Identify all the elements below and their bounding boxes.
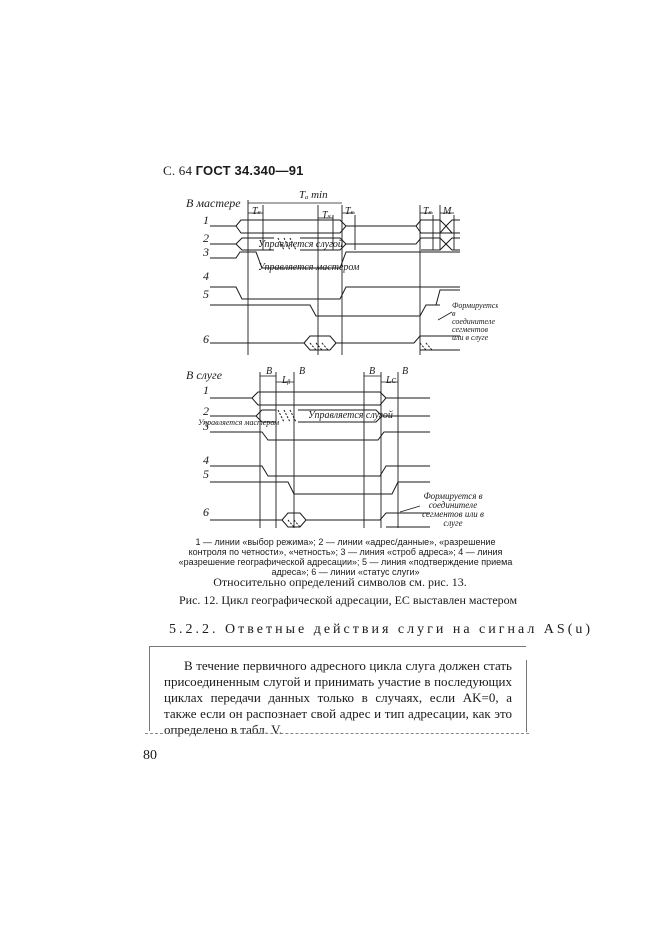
slave-section-title: В слуге — [186, 368, 223, 382]
svg-text:3: 3 — [202, 419, 209, 433]
master-reference-lines — [247, 200, 455, 355]
page-header: С. 64 ГОСТ 34.340—91 — [163, 163, 304, 179]
master-signal-3 — [210, 251, 460, 269]
slave-signal-4 — [210, 465, 430, 477]
master-signal-5 — [210, 289, 460, 317]
master-controlled-by-slave-note: Управляется слугой — [258, 239, 343, 250]
lc-label: Lᴄ — [385, 375, 397, 386]
bottom-rule — [145, 733, 529, 734]
svg-text:3: 3 — [202, 245, 209, 259]
slave-formed-note: Формируется в соединителе сегментов или … — [422, 492, 484, 528]
standard-number: ГОСТ 34.340—91 — [195, 163, 304, 178]
b-label-4: B — [402, 366, 408, 377]
master-signal-1 — [210, 219, 460, 234]
b-label-1: B — [266, 366, 272, 377]
figure-legend: 1 — линии «выбор режима»; 2 — линии «адр… — [178, 537, 513, 577]
svg-text:1: 1 — [203, 213, 209, 227]
b-label-2: B — [299, 366, 305, 377]
svg-text:4: 4 — [203, 453, 209, 467]
body-paragraph: В течение первичного адресного цикла слу… — [164, 658, 512, 737]
svg-text:6: 6 — [203, 505, 209, 519]
slave-formed-note-leader — [399, 505, 421, 513]
svg-text:5: 5 — [203, 467, 209, 481]
master-signal-2 — [210, 237, 460, 251]
figure-caption: Рис. 12. Цикл географической адресации, … — [178, 593, 518, 607]
slave-signal-3 — [210, 431, 430, 441]
svg-text:1: 1 — [203, 383, 209, 397]
m-label: M — [442, 206, 452, 217]
master-signal-6 — [210, 335, 460, 351]
b-label-3: B — [369, 366, 375, 377]
page-number: 80 — [143, 748, 157, 763]
slave-controlled-by-slave-note: Управляется слугой — [308, 410, 393, 421]
master-line-numbers: 1 2 3 4 5 6 — [202, 213, 209, 346]
ts-label-1: Tₛ — [252, 206, 261, 217]
master-formed-note: Формируется в соединителе сегментов или … — [452, 302, 498, 342]
svg-text:4: 4 — [203, 269, 209, 283]
ts-label-3: Tₛ — [345, 206, 354, 217]
paragraph-frame — [149, 646, 526, 731]
lb-label: Lᵦ — [281, 375, 291, 386]
section-heading: 5.2.2. Ответные действия слуги на сигнал… — [169, 622, 594, 637]
page-label: С. 64 — [163, 163, 193, 178]
ts-label-2: Tₛ — [322, 210, 331, 221]
slave-reference-lines — [259, 372, 399, 528]
slave-line-numbers: 1 2 3 4 5 6 — [202, 383, 209, 519]
master-formed-note-leader — [437, 311, 453, 321]
slave-signal-1 — [210, 391, 430, 406]
master-signal-4 — [210, 286, 460, 300]
svg-text:6: 6 — [203, 332, 209, 346]
slave-dimension-arrows — [260, 375, 398, 383]
slave-signal-5 — [210, 481, 430, 495]
slave-signal-6 — [210, 512, 430, 528]
paragraph-frame-right — [525, 660, 527, 732]
master-section-title: В мастере — [186, 196, 241, 210]
slave-signal-2 — [210, 409, 430, 423]
slave-controlled-by-master-note: Управляется мастером — [198, 418, 279, 427]
ta-min-label: Tₐ min — [299, 189, 328, 201]
ts-label-4: Tₛ — [423, 206, 432, 217]
symbols-reference-note: Относительно определений символов см. ри… — [213, 575, 467, 589]
master-controlled-by-master-note: Управляется мастером — [258, 262, 360, 273]
svg-text:5: 5 — [203, 287, 209, 301]
svg-text:2: 2 — [203, 231, 209, 245]
master-dimension-arrows — [248, 202, 454, 219]
svg-text:2: 2 — [203, 404, 209, 418]
